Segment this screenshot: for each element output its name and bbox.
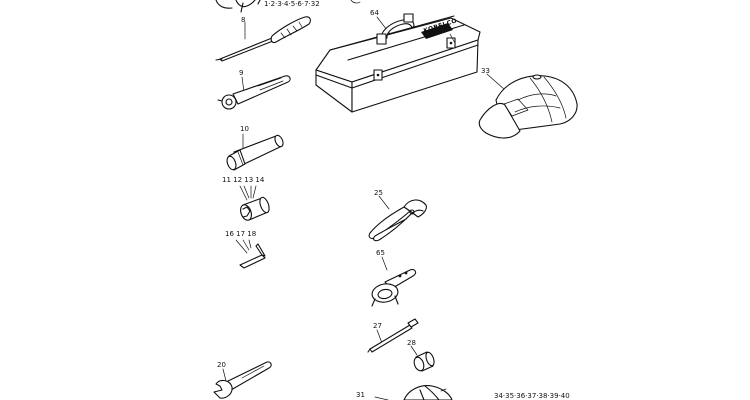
ratchet-handle-illustration xyxy=(217,75,291,110)
deep-socket-illustration xyxy=(410,345,435,372)
callout-27: 27 xyxy=(373,322,382,330)
callout-25: 25 xyxy=(374,189,383,197)
callout-65: 65 xyxy=(376,249,385,257)
callout-34-40: 34·35·36·37·38·39·40 xyxy=(494,392,570,400)
callout-9: 9 xyxy=(239,69,244,77)
hex-key-illustration xyxy=(235,239,266,269)
toolbox-illustration xyxy=(315,13,481,113)
long-extension-illustration xyxy=(367,318,419,353)
callout-28: 28 xyxy=(407,339,416,347)
wrench-set-partial xyxy=(215,0,361,13)
filter-wrench-illustration xyxy=(371,256,417,307)
callout-20: 20 xyxy=(217,361,226,369)
callout-1-7-32: 1·2·3·4·5·6·7·32 xyxy=(264,0,320,8)
callout-11-14: 11 12 13 14 xyxy=(222,176,265,184)
callout-10: 10 xyxy=(240,125,249,133)
screwdriver-illustration xyxy=(215,16,311,62)
tool-bag-illustration xyxy=(374,385,453,400)
callout-31: 31 xyxy=(356,391,365,399)
socket-illustration xyxy=(239,185,270,221)
cap-illustration xyxy=(478,73,578,139)
callout-8: 8 xyxy=(241,16,246,24)
callout-33: 33 xyxy=(481,67,490,75)
extension-bar-illustration xyxy=(226,133,284,171)
pliers-illustration xyxy=(368,195,427,242)
callout-16-18: 16 17 18 xyxy=(225,230,257,238)
callout-64: 64 xyxy=(370,9,379,17)
adjustable-wrench-illustration xyxy=(213,361,272,399)
